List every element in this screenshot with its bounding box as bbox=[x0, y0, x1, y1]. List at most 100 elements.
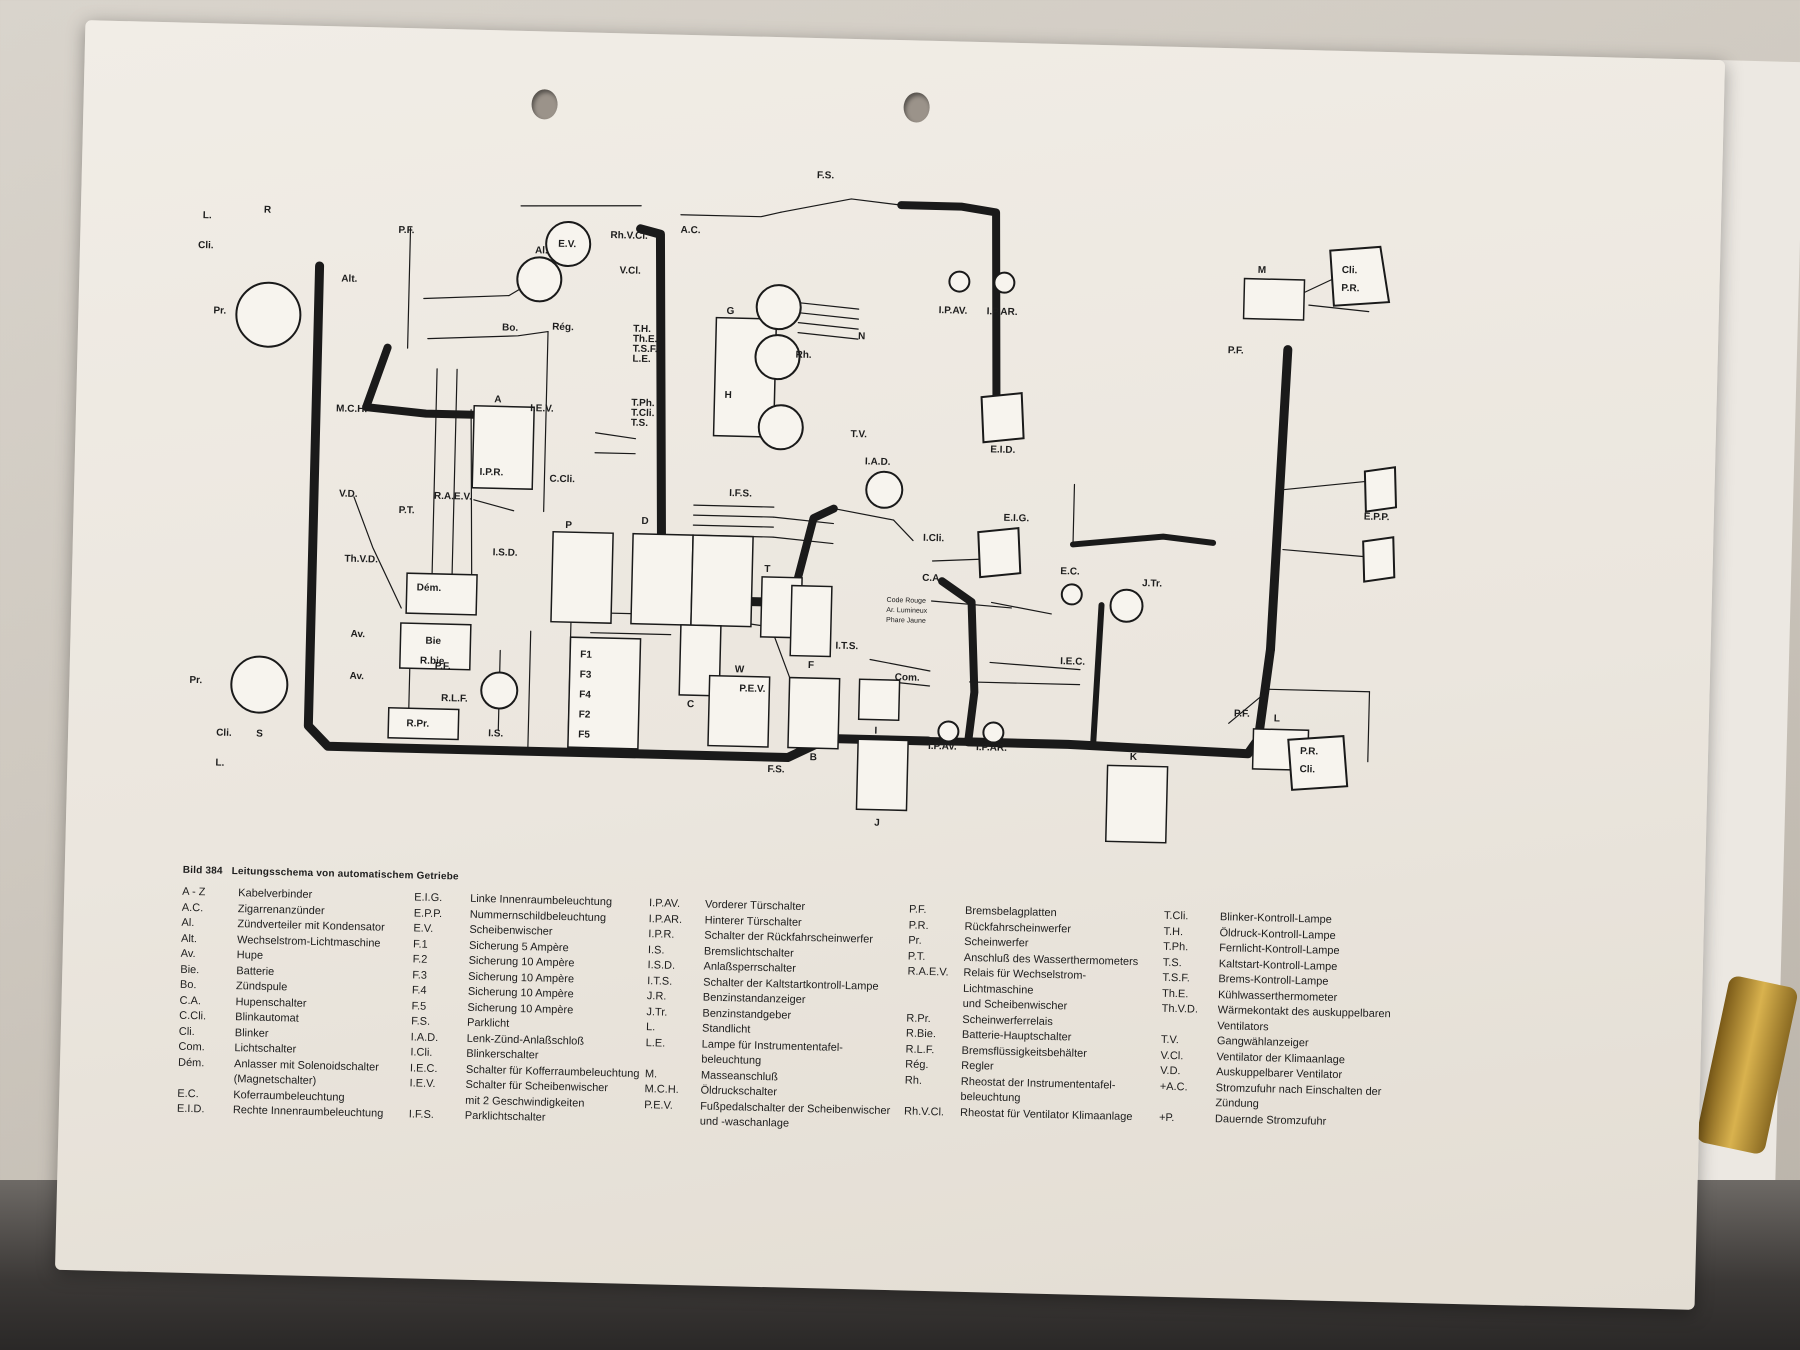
connector-F bbox=[789, 584, 833, 658]
legend-abbreviation: C.A. bbox=[179, 994, 202, 1007]
label-F: F bbox=[808, 660, 814, 671]
trunk-lamp-EC bbox=[1060, 583, 1083, 606]
label-RBie: R.bie bbox=[420, 656, 445, 668]
legend-abbreviation: P.R. bbox=[908, 919, 929, 932]
legend-description: Zündung bbox=[1215, 1097, 1259, 1111]
label-Com: Com. bbox=[895, 672, 920, 684]
label-ICli: I.Cli. bbox=[923, 533, 945, 545]
label-H: H bbox=[724, 390, 732, 401]
connector-I bbox=[857, 678, 901, 721]
legend-description: Scheinwerfer bbox=[964, 935, 1029, 950]
main-harness-left bbox=[303, 261, 933, 763]
label-L: L. bbox=[203, 210, 212, 221]
label-PR-rear-2: P.R. bbox=[1300, 746, 1319, 757]
label-EID: E.I.D. bbox=[990, 444, 1015, 456]
label-IPAR: I.P.AR. bbox=[987, 306, 1018, 318]
legend-abbreviation: Rég. bbox=[905, 1058, 929, 1072]
label-PF-rear: P.F. bbox=[1228, 345, 1244, 356]
legend-abbreviation: +A.C. bbox=[1159, 1080, 1188, 1093]
fuse-box bbox=[567, 636, 642, 750]
legend-abbreviation: I.P.AR. bbox=[648, 912, 683, 926]
label-TSF: T.S.F. bbox=[633, 344, 658, 356]
label-FS-2: F.S. bbox=[767, 764, 785, 775]
legend-abbreviation: R.Pr. bbox=[906, 1012, 931, 1025]
label-IS: I.S. bbox=[488, 728, 503, 739]
headlamp-left-upper bbox=[235, 281, 302, 348]
wiring-diagram-page: L. Cli. Pr. R Pr. Cli. L. S M.C.H. Alt. … bbox=[54, 20, 1726, 1310]
connector-J bbox=[855, 738, 909, 812]
label-PT: P.T. bbox=[398, 505, 414, 516]
legend-abbreviation: L.E. bbox=[645, 1036, 666, 1050]
label-S: S bbox=[256, 729, 263, 740]
legend-abbreviation: I.F.S. bbox=[408, 1108, 435, 1121]
legend-abbreviation: F.2 bbox=[412, 953, 428, 966]
legend-description: Öldruckschalter bbox=[700, 1084, 778, 1099]
label-RPr: R.Pr. bbox=[406, 718, 429, 730]
label-Rh: Rh. bbox=[795, 350, 812, 361]
legend-description: Lichtschalter bbox=[234, 1042, 297, 1056]
label-IPAV: I.P.AV. bbox=[939, 305, 968, 317]
legend-abbreviation: F.5 bbox=[411, 999, 427, 1013]
connector-A bbox=[471, 404, 535, 490]
legend-abbreviation: Cli. bbox=[178, 1025, 195, 1038]
label-RLF: R.L.F. bbox=[441, 693, 468, 705]
legend-abbreviation: T.H. bbox=[1163, 925, 1184, 938]
label-ar-lumineux: Ar. Lumineux bbox=[886, 607, 928, 615]
legend-abbreviation: Bie. bbox=[180, 963, 200, 976]
label-CA: C.A. bbox=[922, 573, 942, 584]
battery-Bie bbox=[399, 622, 472, 671]
label-IAD: I.A.D. bbox=[865, 456, 891, 468]
harness-center-right bbox=[787, 504, 838, 607]
label-MCH: M.C.H. bbox=[336, 403, 368, 415]
plate-lamp-upper bbox=[1363, 466, 1398, 513]
figure-number: Bild 384 bbox=[182, 864, 223, 877]
rear-lamp-lower bbox=[1287, 735, 1349, 791]
label-PF: P.F. bbox=[398, 225, 414, 236]
label-Av-2: Av. bbox=[349, 671, 364, 682]
label-TV: T.V. bbox=[850, 429, 867, 440]
label-Cli-rear: Cli. bbox=[1342, 265, 1358, 276]
label-F2: F2 bbox=[579, 709, 591, 720]
legend-abbreviation: V.Cl. bbox=[1160, 1049, 1184, 1062]
label-G: G bbox=[726, 306, 734, 317]
legend-abbreviation: I.T.S. bbox=[647, 974, 673, 988]
label-R: R bbox=[264, 205, 272, 216]
legend-description: Kabelverbinder bbox=[238, 887, 313, 901]
legend-description: Blinkerschalter bbox=[466, 1047, 539, 1062]
legend-description: Parklicht bbox=[466, 1016, 510, 1030]
label-Cli: Cli. bbox=[198, 240, 214, 251]
label-Al: Al. bbox=[535, 245, 548, 256]
legend-abbreviation: P.E.V. bbox=[644, 1098, 674, 1112]
label-EV: E.V. bbox=[558, 239, 576, 250]
harness-eig-branch bbox=[1070, 533, 1217, 548]
legend-abbreviation: F.1 bbox=[412, 937, 428, 951]
relay-RPr bbox=[387, 706, 460, 741]
label-TCli: T.Cli. bbox=[631, 408, 655, 420]
label-code-rouge: Code Rouge bbox=[886, 597, 926, 605]
harness-bottom-right bbox=[963, 644, 1275, 759]
legend-description: Zündspule bbox=[235, 980, 288, 994]
label-PEV: P.E.V. bbox=[739, 683, 766, 695]
harness-branch-alt bbox=[362, 343, 510, 420]
legend-abbreviation: Bo. bbox=[179, 978, 197, 992]
legend-abbreviation bbox=[644, 1113, 700, 1130]
label-Av: Av. bbox=[350, 629, 365, 640]
label-IPAR-2: I.P.AR. bbox=[976, 742, 1007, 754]
legend-abbreviation: I.E.V. bbox=[409, 1077, 436, 1091]
label-IFS: I.F.S. bbox=[729, 488, 752, 500]
label-K: K bbox=[1130, 752, 1138, 763]
legend-abbreviation bbox=[907, 996, 963, 1013]
legend-abbreviation: I.S. bbox=[647, 943, 665, 957]
legend-description: Ventilators bbox=[1217, 1019, 1269, 1033]
label-JTr: J.Tr. bbox=[1142, 578, 1162, 589]
label-LE: L.E. bbox=[632, 354, 651, 365]
harness-right-vertical bbox=[1265, 345, 1293, 654]
legend-abbreviation bbox=[177, 1071, 233, 1088]
starter-Dem bbox=[405, 572, 478, 616]
label-VCl: V.Cl. bbox=[619, 265, 641, 277]
legend-abbreviation: R.A.E.V. bbox=[907, 965, 949, 979]
label-CCli: C.Cli. bbox=[549, 474, 575, 486]
